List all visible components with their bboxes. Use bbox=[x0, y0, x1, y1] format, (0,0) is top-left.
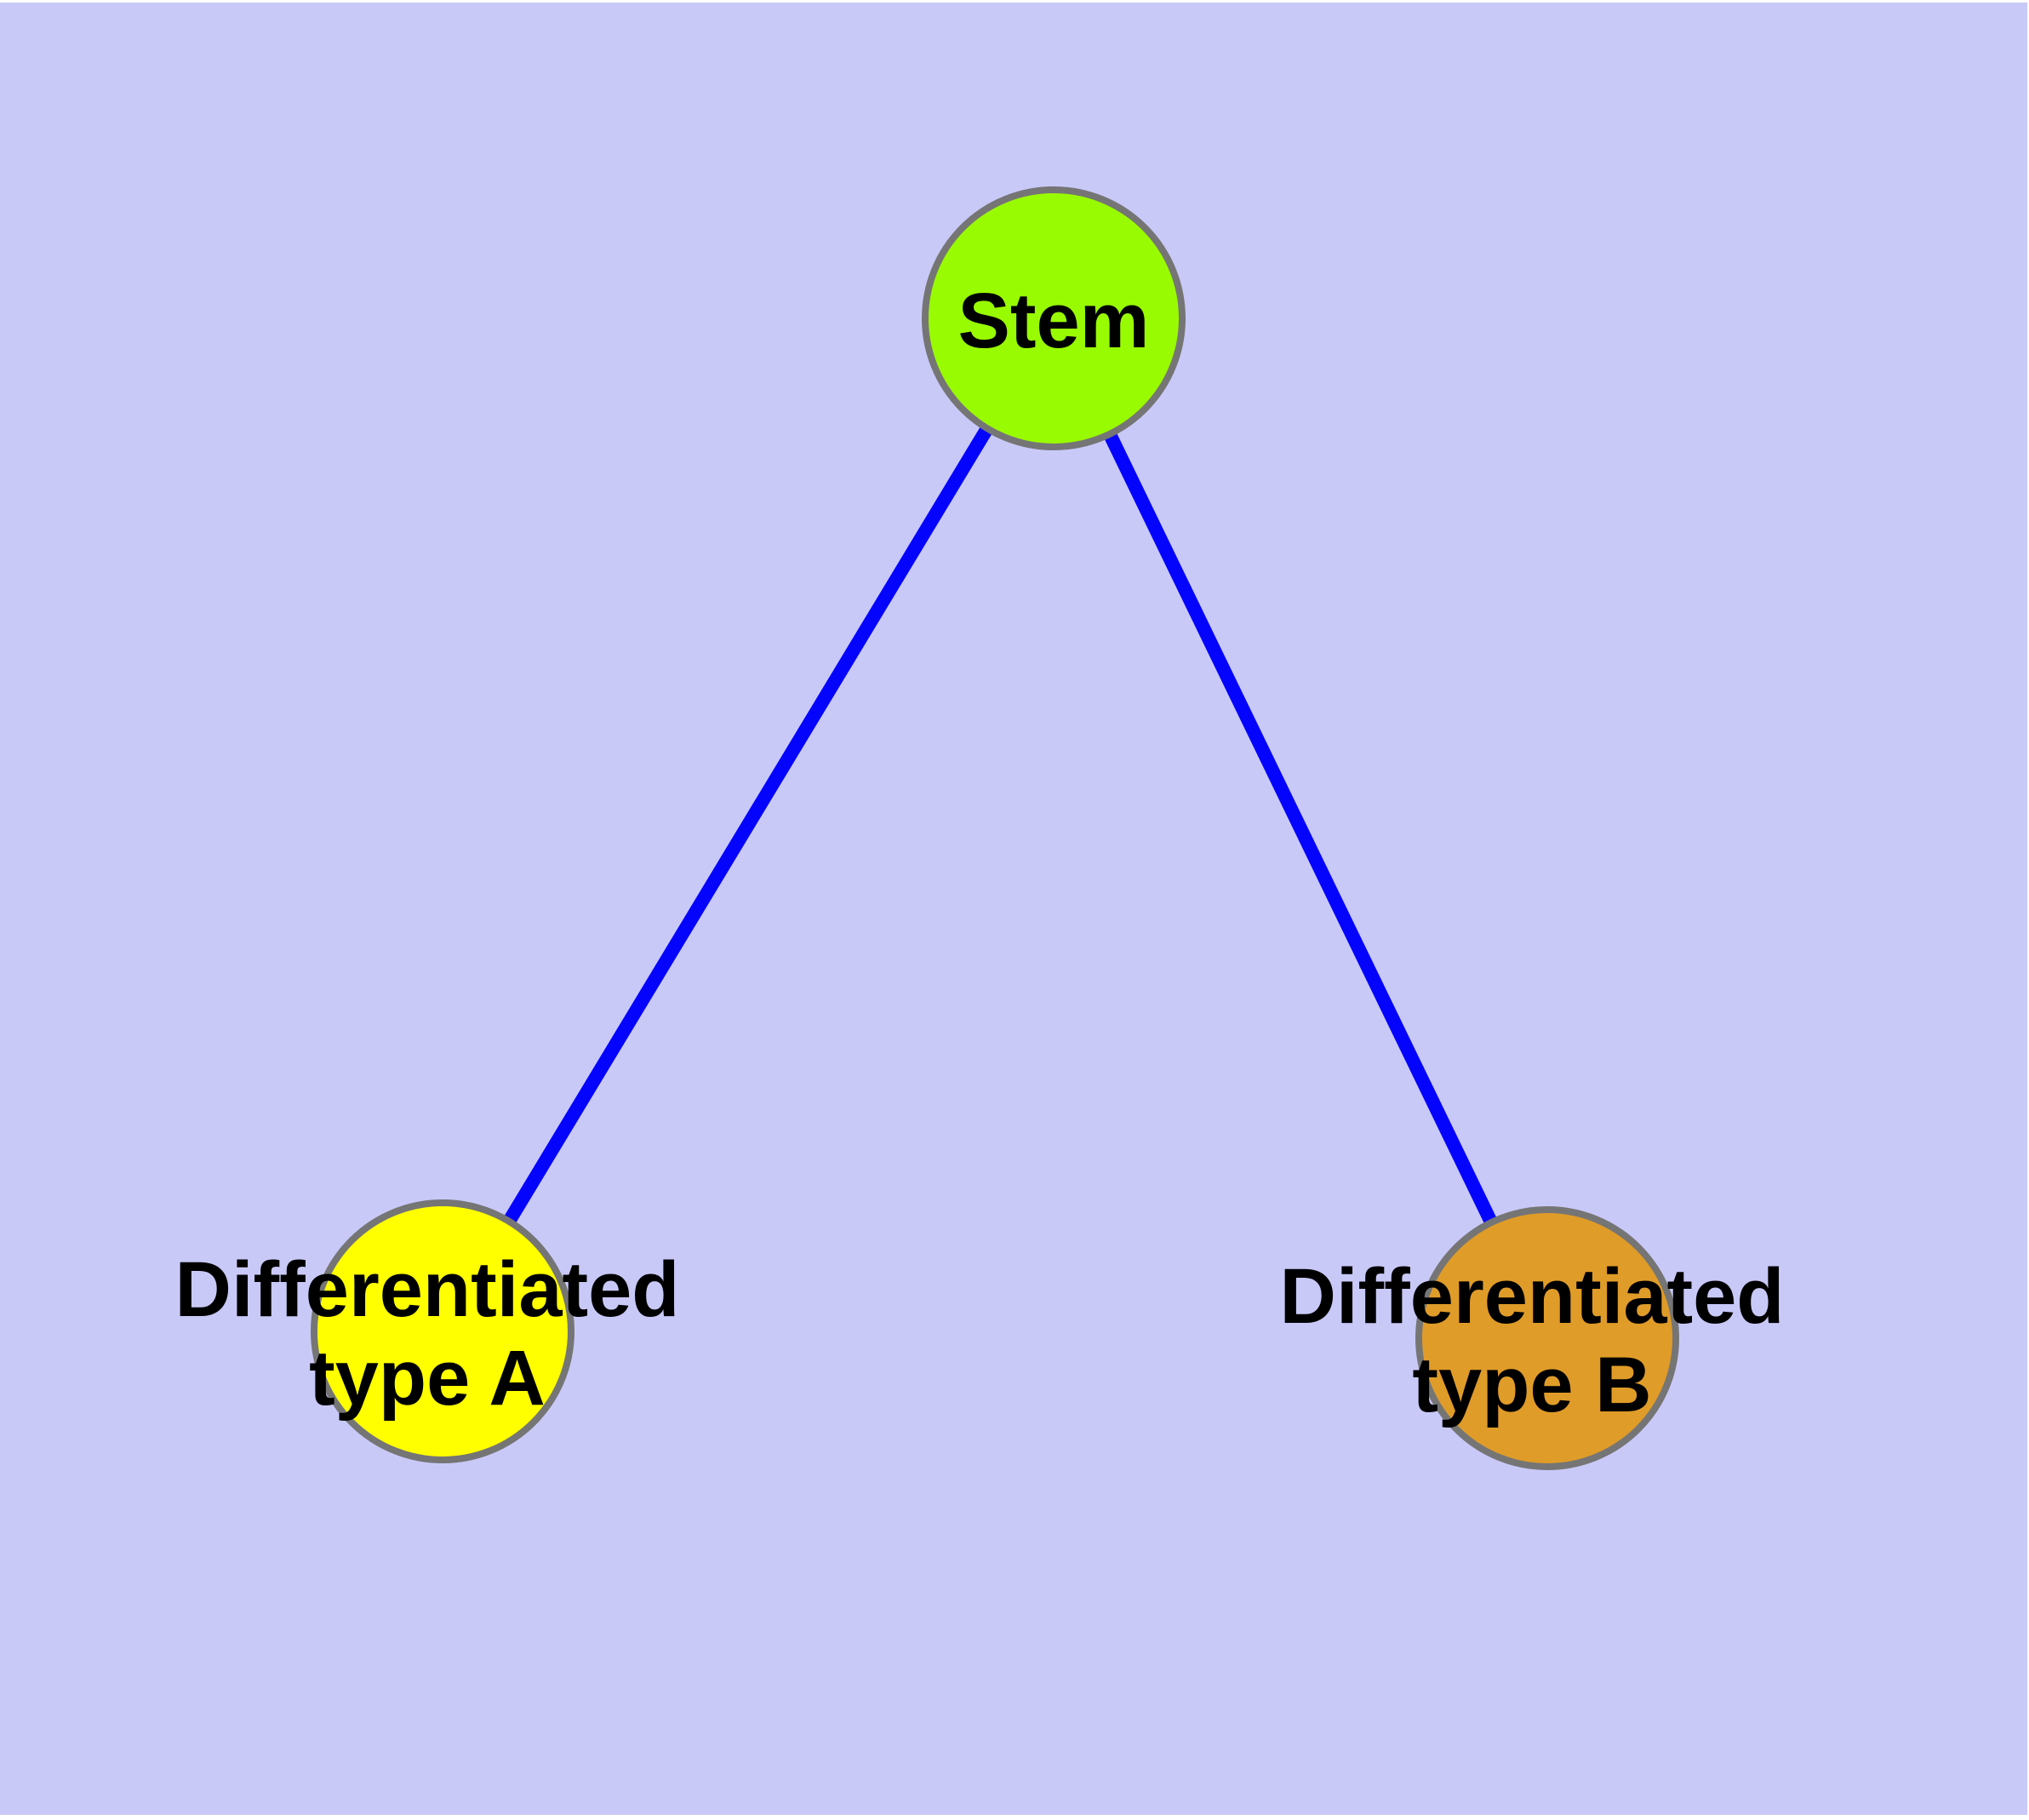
node-label-stem: Stem bbox=[958, 278, 1150, 364]
node-circle-differentiated-type-b bbox=[1415, 1206, 1679, 1470]
edge-stem-differentiated-type-a bbox=[437, 314, 1060, 1336]
edge-stem-differentiated-type-b bbox=[1047, 315, 1554, 1342]
node-label-line: type A bbox=[309, 1335, 546, 1422]
node-label-line: Differentiated bbox=[175, 1246, 680, 1333]
node-circle-stem bbox=[922, 186, 1186, 450]
node-circle-differentiated-type-a bbox=[311, 1199, 574, 1463]
node-label-line: Stem bbox=[958, 278, 1150, 364]
node-label-line: Differentiated bbox=[1280, 1253, 1785, 1340]
node-label-line: type B bbox=[1412, 1342, 1651, 1428]
